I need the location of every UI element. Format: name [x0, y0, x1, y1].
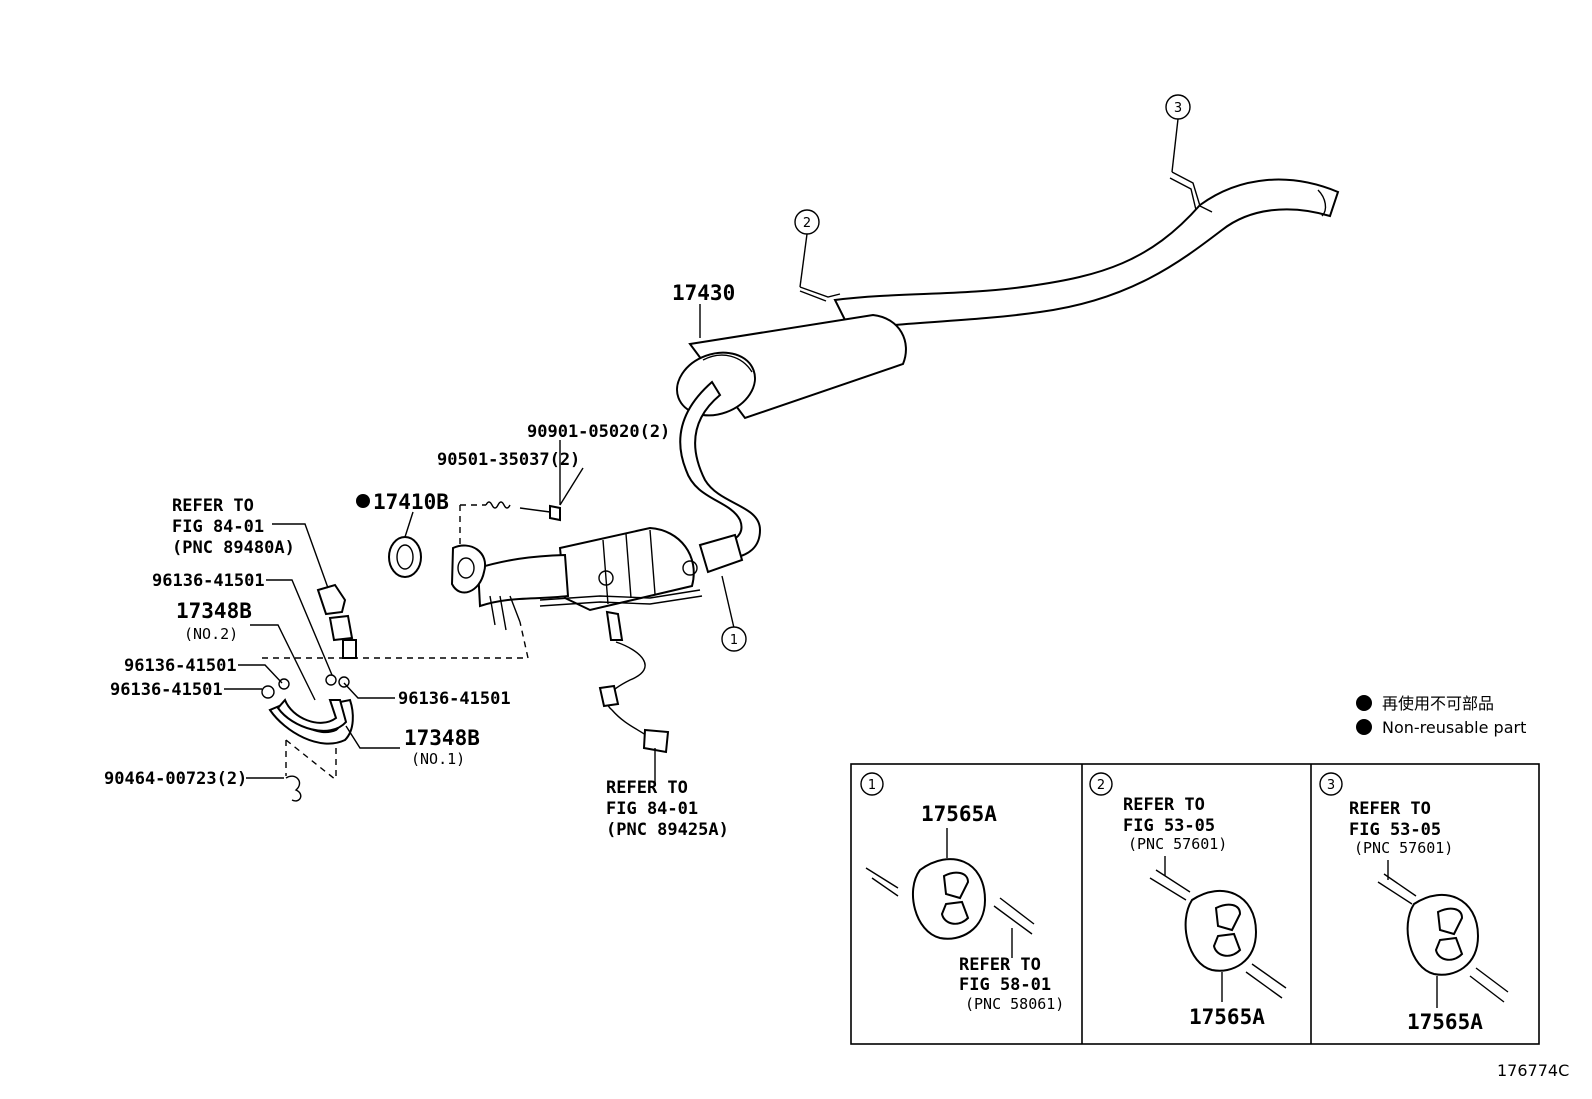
callout-2: 2	[794, 209, 820, 288]
callout-3: 3	[1165, 94, 1191, 173]
label-hose-no2: 17348B	[176, 599, 252, 623]
svg-text:1: 1	[730, 633, 738, 648]
label-hose-no1: 17348B	[404, 726, 480, 750]
label-muffler: 17430	[672, 281, 735, 305]
callout-1: 1	[721, 626, 747, 652]
label-hose-no1-sub: (NO.1)	[411, 750, 465, 768]
label-refer-sensor-b-1: REFER TO	[606, 778, 688, 798]
spring	[485, 501, 511, 509]
panel2-refer-3: (PNC 57601)	[1128, 835, 1227, 853]
hanger-bracket-3	[1169, 171, 1213, 213]
label-refer-sensor-a-2: FIG 84-01	[172, 517, 264, 537]
svg-text:2: 2	[803, 216, 811, 231]
hose-clips	[261, 674, 350, 802]
panel3-refer-3: (PNC 57601)	[1354, 839, 1453, 857]
oxygen-sensor-front	[316, 583, 357, 659]
label-gasket: 17410B	[373, 490, 449, 514]
bolt	[519, 504, 561, 522]
panel2-part: 17565A	[1189, 1005, 1265, 1029]
label-clamp: 90464-00723(2)	[104, 769, 247, 789]
legend-jp: 再使用不可部品	[1382, 694, 1494, 713]
label-refer-sensor-a-1: REFER TO	[172, 496, 254, 516]
panel2-refer-2: FIG 53-05	[1123, 816, 1215, 836]
oxygen-sensor-rear	[598, 610, 670, 754]
panel2-refer-1: REFER TO	[1123, 795, 1205, 815]
catalytic-converter	[450, 526, 744, 631]
panel1-refer-2: FIG 58-01	[959, 975, 1051, 995]
detail-panel-3: 3 REFER TO FIG 53-05 (PNC 57601) 17565A	[1319, 772, 1509, 1034]
vacuum-hoses	[268, 698, 354, 745]
non-reusable-dot-icon	[356, 494, 370, 508]
label-refer-sensor-b-2: FIG 84-01	[606, 799, 698, 819]
svg-text:3: 3	[1174, 101, 1182, 116]
hanger-bracket-2	[799, 286, 841, 302]
label-spring: 90501-35037(2)	[437, 450, 580, 470]
panel3-refer-1: REFER TO	[1349, 799, 1431, 819]
detail-panel-2: 2 REFER TO FIG 53-05 (PNC 57601) 17565A	[1089, 772, 1287, 1029]
svg-text:1: 1	[868, 778, 876, 793]
panel1-refer-1: REFER TO	[959, 955, 1041, 975]
panel3-part: 17565A	[1407, 1010, 1483, 1034]
legend: 再使用不可部品 Non-reusable part	[1356, 694, 1526, 737]
panel1-part: 17565A	[921, 802, 997, 826]
detail-panels: 1 17565A REFER TO FIG 58-01 (PNC 58061) …	[850, 763, 1540, 1045]
panel3-refer-2: FIG 53-05	[1349, 820, 1441, 840]
panel1-refer-3: (PNC 58061)	[965, 995, 1064, 1013]
label-clip-b: 96136-41501	[124, 656, 237, 676]
legend-dot-icon	[1356, 695, 1372, 711]
legend-dot-icon	[1356, 719, 1372, 735]
label-clip-d: 96136-41501	[398, 689, 511, 709]
gasket-17410b	[388, 536, 422, 578]
label-clip-c: 96136-41501	[110, 680, 223, 700]
tail-pipe	[833, 178, 1340, 332]
svg-text:3: 3	[1327, 778, 1335, 793]
svg-text:2: 2	[1097, 778, 1105, 793]
label-hose-no2-sub: (NO.2)	[184, 625, 238, 643]
label-bolt: 90901-05020(2)	[527, 422, 670, 442]
label-refer-sensor-b-3: (PNC 89425A)	[606, 820, 729, 840]
label-refer-sensor-a-3: (PNC 89480A)	[172, 538, 295, 558]
label-clip-a: 96136-41501	[152, 571, 265, 591]
figure-id: 176774C	[1497, 1061, 1569, 1080]
detail-panel-1: 1 17565A REFER TO FIG 58-01 (PNC 58061)	[860, 772, 1064, 1013]
legend-en: Non-reusable part	[1382, 718, 1526, 737]
